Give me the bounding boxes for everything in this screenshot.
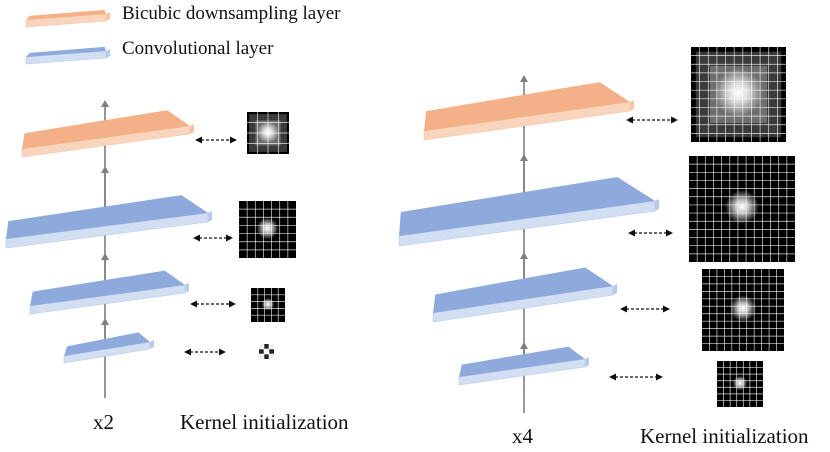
x4-conv-layer-2 — [432, 267, 617, 323]
legend-conv-swatch — [26, 46, 106, 57]
x2-kernel-link-0 — [195, 136, 237, 144]
x4-kernel-link-2 — [620, 305, 670, 313]
legend — [25, 9, 110, 65]
x4-kernel-0 — [691, 47, 786, 142]
x4-scale-label: x4 — [512, 424, 533, 448]
x4-conv-layer-1 — [398, 176, 659, 247]
x2-conv-layer-2 — [29, 270, 189, 315]
x4-conv-layer-3 — [458, 346, 589, 386]
x4-kernel-link-3 — [609, 373, 663, 381]
legend-bicubic-swatch — [26, 9, 106, 20]
panel-x4 — [398, 47, 795, 413]
x2-kernel-0 — [247, 112, 289, 154]
x4-flow-arrow-3 — [520, 342, 528, 413]
x4-kernel-caption: Kernel initialization — [640, 424, 809, 448]
legend-conv-label: Convolutional layer — [122, 38, 274, 59]
x2-conv-layer-3 — [63, 332, 154, 364]
x2-scale-label: x2 — [93, 410, 114, 434]
legend-bicubic-label: Bicubic downsampling layer — [122, 3, 341, 24]
x4-bicubic-layer-0 — [423, 82, 634, 141]
x2-conv-layer-1 — [5, 195, 212, 249]
x4-kernel-2 — [702, 269, 784, 351]
x4-kernel-link-0 — [626, 116, 678, 124]
x4-kernel-link-1 — [628, 229, 673, 237]
x2-bicubic-layer-0 — [21, 110, 194, 158]
x2-kernel-link-1 — [193, 234, 233, 242]
x4-kernel-3 — [717, 361, 763, 407]
x2-kernel-link-2 — [190, 300, 236, 308]
x2-flow-arrow-3 — [101, 318, 109, 398]
x4-kernel-1 — [689, 156, 795, 262]
x2-kernel-2 — [251, 288, 285, 322]
x2-kernel-1 — [239, 201, 296, 258]
x2-kernel-link-3 — [184, 348, 226, 356]
x2-kernel-3 — [259, 344, 274, 359]
x2-kernel-caption: Kernel initialization — [180, 410, 349, 434]
panel-x2 — [5, 100, 296, 398]
